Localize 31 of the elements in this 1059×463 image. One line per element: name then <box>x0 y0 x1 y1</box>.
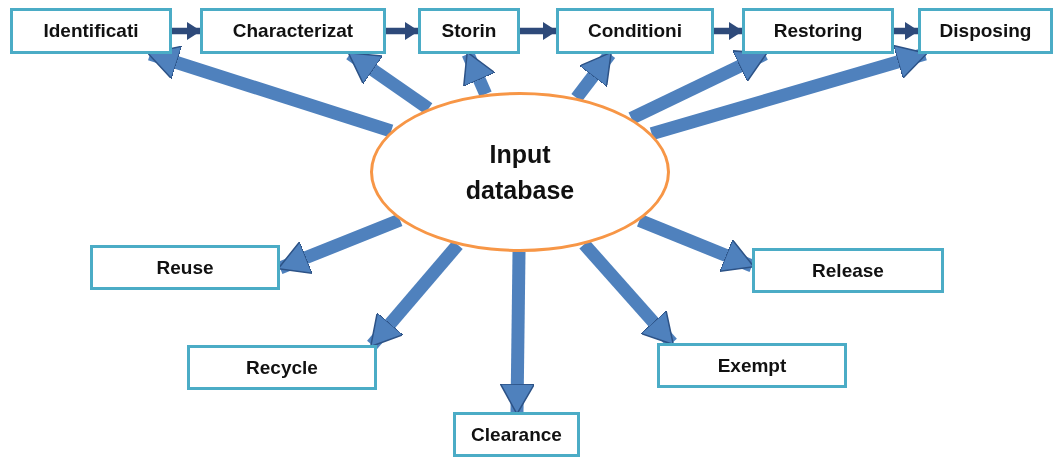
arrow <box>628 48 768 125</box>
process-box <box>90 245 280 290</box>
node-label: Clearance <box>471 422 562 447</box>
node-label: Exempt <box>717 353 787 378</box>
arrow <box>147 45 394 138</box>
process-box <box>657 343 847 388</box>
arrow <box>520 22 557 40</box>
arrow <box>649 44 928 140</box>
process-box <box>418 8 520 54</box>
node-label: Storin <box>441 19 497 44</box>
process-box <box>556 8 714 54</box>
node-label: Release <box>812 258 884 283</box>
process-box <box>453 412 580 457</box>
process-box <box>742 8 894 54</box>
process-box <box>10 8 172 54</box>
arrow <box>367 240 463 350</box>
node-label: Input database <box>464 138 576 206</box>
process-box <box>752 248 944 293</box>
node-label: Restoring <box>773 19 863 44</box>
arrow <box>894 22 919 40</box>
node-label: Characterizat <box>232 19 354 44</box>
node-label: Disposing <box>939 19 1032 44</box>
node-label: Conditioni <box>588 19 682 44</box>
node-label: Reuse <box>156 255 214 280</box>
process-box <box>200 8 386 54</box>
node-label: Recycle <box>246 355 318 380</box>
process-box <box>187 345 377 390</box>
arrow <box>386 22 419 40</box>
arrow <box>172 22 201 40</box>
node-label: Identificati <box>43 19 139 44</box>
process-box <box>918 8 1053 54</box>
